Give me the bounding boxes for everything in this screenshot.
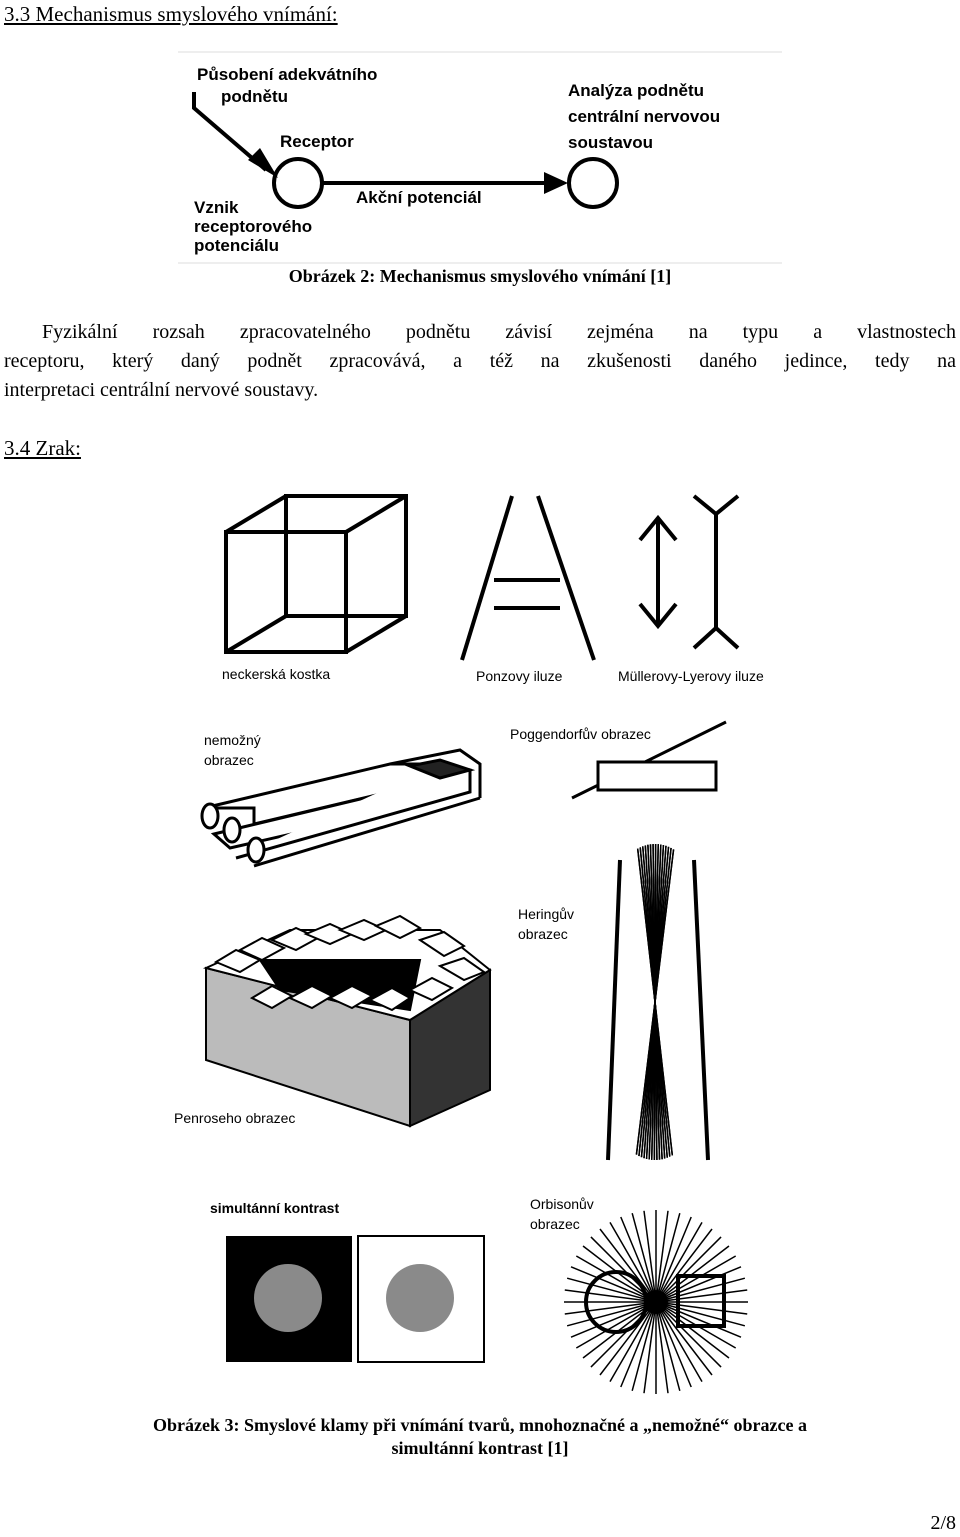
poggendorff-label: Poggendorfův obrazec [510,726,651,742]
hering-label: Heringův obrazec [518,904,574,944]
figure-3-caption: Obrázek 3: Smyslové klamy při vnímání tv… [0,1414,960,1460]
simultaneous-contrast [226,1236,484,1362]
penrose-label: Penroseho obrazec [174,1110,295,1126]
orbison-ray [656,1302,745,1326]
orbison-label: Orbisonův obrazec [530,1194,594,1234]
ponzo-label: Ponzovy iluze [476,668,562,684]
penrose-stairs [206,916,490,1126]
muller-lyer-illusion [640,496,738,648]
muller-label: Müllerovy-Lyerovy iluze [618,668,764,684]
necker-cube [226,496,406,652]
impossible-label: nemožný obrazec [204,730,261,770]
orbison-ray [656,1278,745,1302]
ponzo-illusion [462,496,594,660]
contrast-label: simultánní kontrast [210,1200,339,1216]
page-number: 2/8 [930,1512,956,1535]
hering-figure [608,844,708,1160]
necker-label: neckerská kostka [222,666,330,682]
